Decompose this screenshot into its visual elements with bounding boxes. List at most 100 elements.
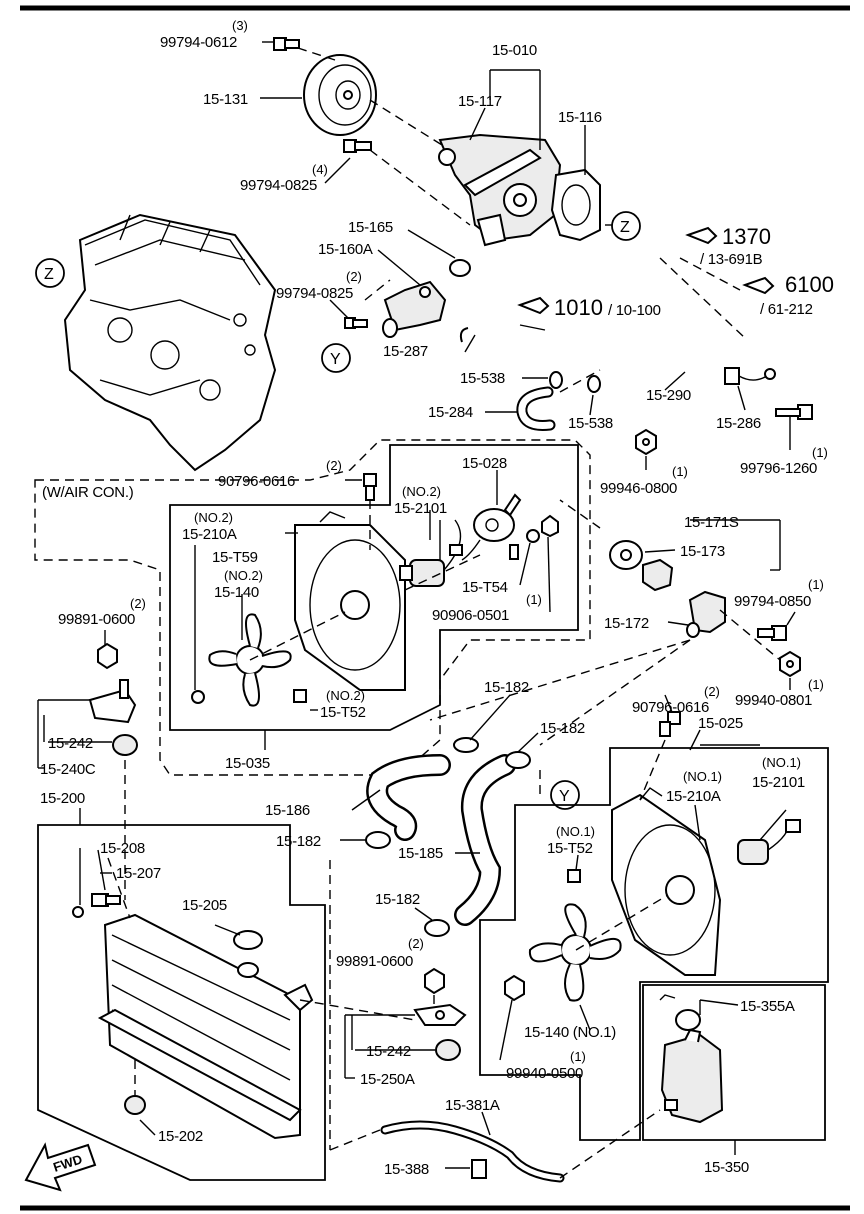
label-99794-0825a: 99794-0825 — [240, 177, 317, 194]
label-q3: (3) — [232, 18, 248, 33]
label-q1c: (1) — [526, 592, 542, 607]
thermostat-15-171S — [642, 558, 674, 592]
label-15-T54: 15-T54 — [462, 579, 508, 596]
hose-15-381A — [380, 1120, 565, 1183]
label-15-182d: 15-182 — [375, 891, 420, 908]
cushion-15-242b — [435, 1039, 461, 1061]
label-15-240C: 15-240C — [40, 761, 96, 778]
label-15-025: 15-025 — [698, 715, 743, 732]
label-15-208: 15-208 — [100, 840, 145, 857]
bolt-99794-0850 — [757, 625, 787, 641]
label-15-T52b: 15-T52 — [547, 840, 593, 857]
label-15-165: 15-165 — [348, 219, 393, 236]
label-15-T52a: 15-T52 — [320, 704, 366, 721]
label-15-028: 15-028 — [462, 455, 507, 472]
clamp-15-388 — [471, 1159, 487, 1179]
ref-10-100-text: / 10-100 — [608, 302, 661, 319]
cushion-15-242a — [112, 734, 138, 756]
ref-1010-text: 1010 — [554, 295, 603, 320]
nut-99946-0800 — [635, 428, 657, 456]
ref-arrow-1010: 1010 / 10-100 — [517, 295, 661, 331]
label-q1e: (1) — [808, 677, 824, 692]
label-15-381A: 15-381A — [445, 1097, 500, 1114]
bolt-90796-0616b — [659, 711, 681, 737]
ref-13-691B-text: / 13-691B — [700, 251, 763, 268]
sensor-15-286 — [724, 367, 776, 385]
label-99940-0500: 99940-0500 — [506, 1065, 583, 1082]
reservoir-cap-15-355A — [659, 994, 701, 1031]
bolt-90796-0616a — [363, 473, 377, 501]
thermostat-cover-15-160A — [382, 280, 447, 338]
nut-15-T54 — [541, 514, 559, 538]
label-q1f: (1) — [570, 1049, 586, 1064]
label-15-140a: 15-140 — [214, 584, 259, 601]
water-pump-15-010 — [438, 133, 562, 247]
bolt-99794-0612 — [273, 37, 300, 51]
bolt-99794-0825b — [344, 317, 368, 329]
nut-99891-0600b — [424, 967, 445, 995]
gasket-15-165 — [449, 259, 471, 277]
label-15-182b: 15-182 — [540, 720, 585, 737]
fan-assy-15-025-box — [479, 747, 829, 1141]
label-q1a: (1) — [812, 445, 828, 460]
o-ring-15-208 — [72, 906, 84, 918]
label-99794-0850: 99794-0850 — [734, 593, 811, 610]
ref-6100-text: 6100 — [785, 272, 834, 297]
label-15-350: 15-350 — [704, 1159, 749, 1176]
label-15-010: 15-010 — [492, 42, 537, 59]
fan-shroud-no2 — [294, 511, 406, 691]
label-15-2101a: 15-2101 — [394, 500, 447, 517]
label-q2a: (2) — [346, 269, 362, 284]
label-15-242a: 15-242 — [48, 735, 93, 752]
label-15-242b: 15-242 — [366, 1043, 411, 1060]
label-15-538a: 15-538 — [460, 370, 505, 387]
air-con-region — [34, 439, 591, 776]
label-90796-0616a: 90796-0616 — [218, 473, 295, 490]
fwd-arrow: FWD — [24, 1142, 97, 1192]
label-15-286: 15-286 — [716, 415, 761, 432]
fan-motor-15-2101-no2 — [399, 519, 463, 587]
label-no2c: (NO.2) — [224, 568, 263, 583]
label-90796-0616b: 90796-0616 — [632, 699, 709, 716]
label-90906-0501: 90906-0501 — [432, 607, 509, 624]
fan-assy-15-035-box — [169, 444, 579, 731]
label-no2b: (NO.2) — [194, 510, 233, 525]
bracket-15-250A — [413, 1003, 467, 1026]
label-99946-0800: 99946-0800 — [600, 480, 677, 497]
label-15-140b: 15-140 (NO.1) — [524, 1024, 616, 1041]
label-15-182c: 15-182 — [276, 833, 321, 850]
fan-motor-15-2101-no1 — [737, 819, 801, 865]
label-15-171S: 15-171S — [684, 514, 739, 531]
ref-1370-text: 1370 — [722, 224, 771, 249]
hose-15-185 — [454, 754, 516, 926]
bracket-15-240C — [88, 679, 137, 724]
label-15-117: 15-117 — [458, 93, 502, 110]
label-15-182a: 15-182 — [484, 679, 529, 696]
y-marker-mid: Y — [550, 780, 580, 810]
bolt-15-T52b — [567, 869, 581, 883]
fan-shroud-no1 — [611, 787, 722, 976]
label-99891-0600b: 99891-0600 — [336, 953, 413, 970]
label-no1b: (NO.1) — [762, 755, 801, 770]
gasket-15-116 — [550, 168, 601, 242]
label-15-173: 15-173 — [680, 543, 725, 560]
y-marker-mid-text: Y — [559, 788, 570, 805]
drain-plug-15-207 — [91, 893, 121, 907]
clamp-15-182c — [365, 831, 391, 849]
ref-61-212-text: / 61-212 — [760, 301, 813, 318]
y-marker-top: Y — [321, 343, 351, 373]
label-no1c: (NO.1) — [556, 824, 595, 839]
clamp-15-538b — [587, 375, 601, 393]
label-no2a: (NO.2) — [402, 484, 441, 499]
label-q2e: (2) — [408, 936, 424, 951]
gasket-15-173 — [609, 540, 643, 570]
clamp-15-538a — [549, 371, 563, 389]
label-15-538b: 15-538 — [568, 415, 613, 432]
label-15-035: 15-035 — [225, 755, 270, 772]
nut-90906-0501 — [526, 529, 540, 543]
engine-block — [63, 213, 277, 472]
hose-15-284 — [516, 386, 556, 431]
label-15-172: 15-172 — [604, 615, 649, 632]
label-15-131: 15-131 — [203, 91, 248, 108]
